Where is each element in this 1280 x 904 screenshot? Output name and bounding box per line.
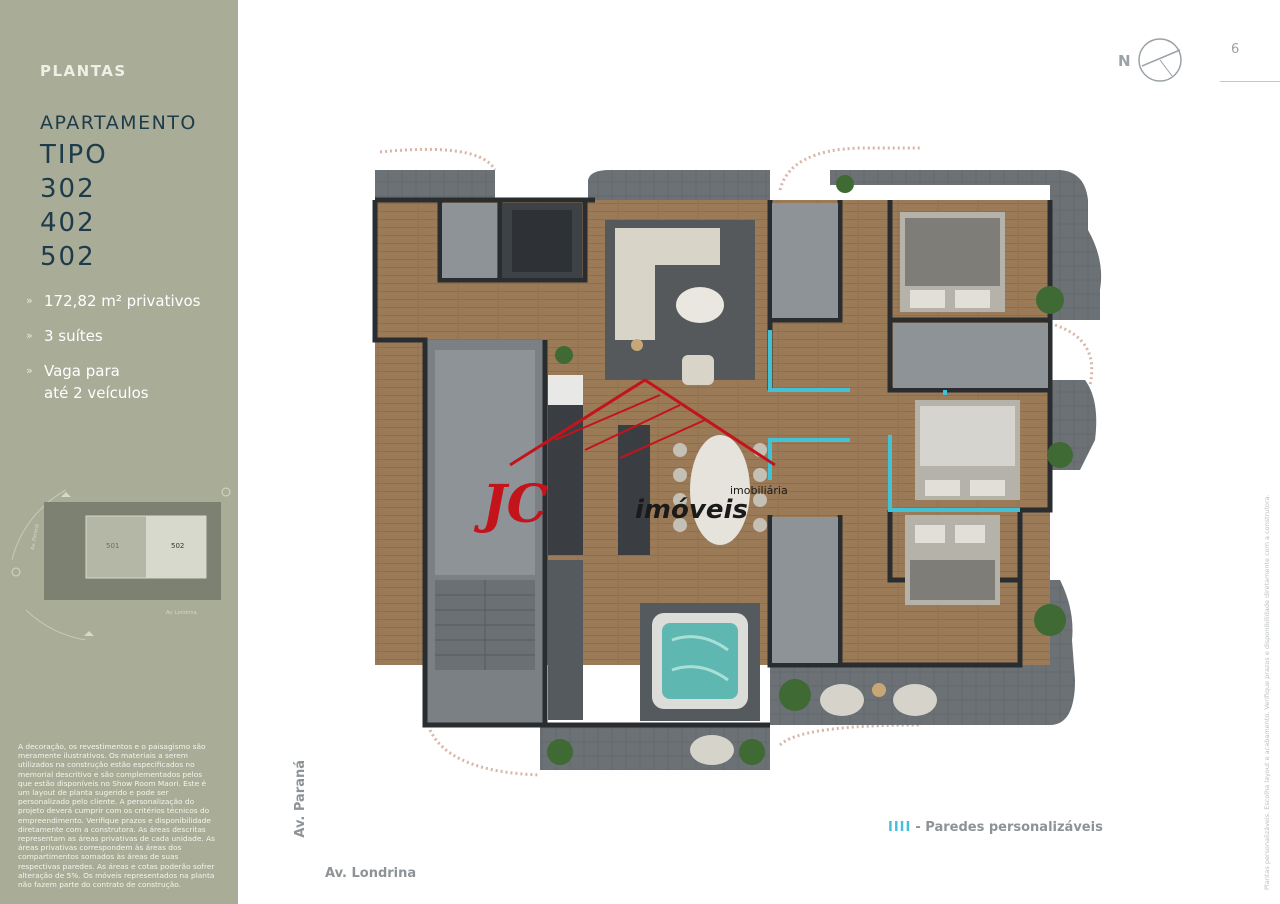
bullet-icon: » xyxy=(26,329,33,342)
balcony-edge xyxy=(428,729,541,777)
walls xyxy=(372,197,1053,728)
keymap-arrow-icon xyxy=(61,492,71,497)
bedroom-1 xyxy=(900,212,1005,312)
floor-plan: JC imóveis imobiliária xyxy=(372,146,1102,777)
landing xyxy=(435,670,535,720)
street-label-left: Av. Paraná xyxy=(293,760,308,838)
location-keymap: 501 502 Av. Londrina Av. Paraná xyxy=(11,487,231,640)
page-number: 6 xyxy=(1231,42,1240,57)
legend: IIII- Paredes personalizáveis xyxy=(888,820,1103,835)
legend-text: - Paredes personalizáveis xyxy=(915,820,1103,835)
coffee-table xyxy=(676,287,724,323)
keymap-street-bottom: Av. Londrina xyxy=(166,610,197,616)
kitchen-storage xyxy=(548,560,583,720)
keymap-arrow-icon xyxy=(84,631,94,636)
kitchen-counter xyxy=(548,405,583,555)
keymap-street-left: Av. Paraná xyxy=(29,523,40,550)
bedroom-2 xyxy=(915,400,1020,500)
side-table xyxy=(872,683,886,697)
lounge-chair xyxy=(893,684,937,716)
disclaimer-text: A decoração, os revestimentos e o paisag… xyxy=(18,742,215,890)
watermark-logo: JC imóveis imobiliária xyxy=(473,378,788,535)
jacuzzi xyxy=(640,603,760,721)
bullet-icon: » xyxy=(26,364,33,377)
custom-wall-marks: IIII xyxy=(888,820,912,835)
logo-tag: imobiliária xyxy=(730,484,788,497)
dining-table xyxy=(690,435,750,545)
keymap-marker-icon xyxy=(221,487,231,497)
service-corridor xyxy=(435,350,535,575)
keymap-unit-502: 502 xyxy=(171,542,184,550)
lounge-chair xyxy=(820,684,864,716)
suite-2-bathroom xyxy=(893,323,1048,388)
suite-1-bathroom xyxy=(772,203,838,318)
kitchen-island xyxy=(618,425,650,555)
keymap-compass-icon xyxy=(11,567,21,577)
fridge xyxy=(548,375,583,405)
unit-502-highlight xyxy=(146,516,206,578)
stairs xyxy=(435,580,535,670)
sidebar: PLANTAS APARTAMENTO TIPO 302 402 502 » 1… xyxy=(0,0,238,904)
side-table xyxy=(631,339,643,351)
unit-list: TIPO 302 402 502 xyxy=(40,138,108,274)
unit-302: 302 xyxy=(40,174,96,204)
suite-3-bathroom xyxy=(772,517,838,663)
terrace-bottom xyxy=(540,725,770,770)
marble-panel xyxy=(512,210,572,272)
terrace-top-left xyxy=(375,170,495,200)
north-compass: N xyxy=(1116,34,1186,86)
balcony-edge xyxy=(1054,323,1094,386)
compass-icon xyxy=(1138,38,1182,82)
unit-type: TIPO xyxy=(40,140,108,170)
balcony-edge xyxy=(778,723,921,747)
apartment-label: APARTAMENTO xyxy=(40,112,197,134)
bathroom xyxy=(442,203,497,278)
plants xyxy=(547,175,1073,765)
bullet-icon: » xyxy=(26,294,33,307)
balcony-edge xyxy=(379,147,497,171)
dining-chairs xyxy=(673,443,767,532)
keymap-unit-501: 501 xyxy=(106,542,119,550)
page-divider xyxy=(1220,81,1280,82)
north-label: N xyxy=(1118,52,1131,70)
side-note: Plantas personalizáveis. Escolha layout … xyxy=(1263,494,1271,890)
unit-402: 402 xyxy=(40,208,96,238)
logo-mark: JC xyxy=(473,474,548,535)
armchair xyxy=(682,355,714,385)
logo-brand: imóveis xyxy=(635,495,748,525)
terrace-right xyxy=(830,170,1102,320)
section-label: PLANTAS xyxy=(40,62,127,80)
lounge-chair xyxy=(690,735,734,765)
unit-502: 502 xyxy=(40,242,96,272)
bedroom-3 xyxy=(905,515,1000,605)
street-label-bottom: Av. Londrina xyxy=(325,866,417,881)
sofa xyxy=(615,228,720,340)
terrace-top xyxy=(588,170,770,202)
